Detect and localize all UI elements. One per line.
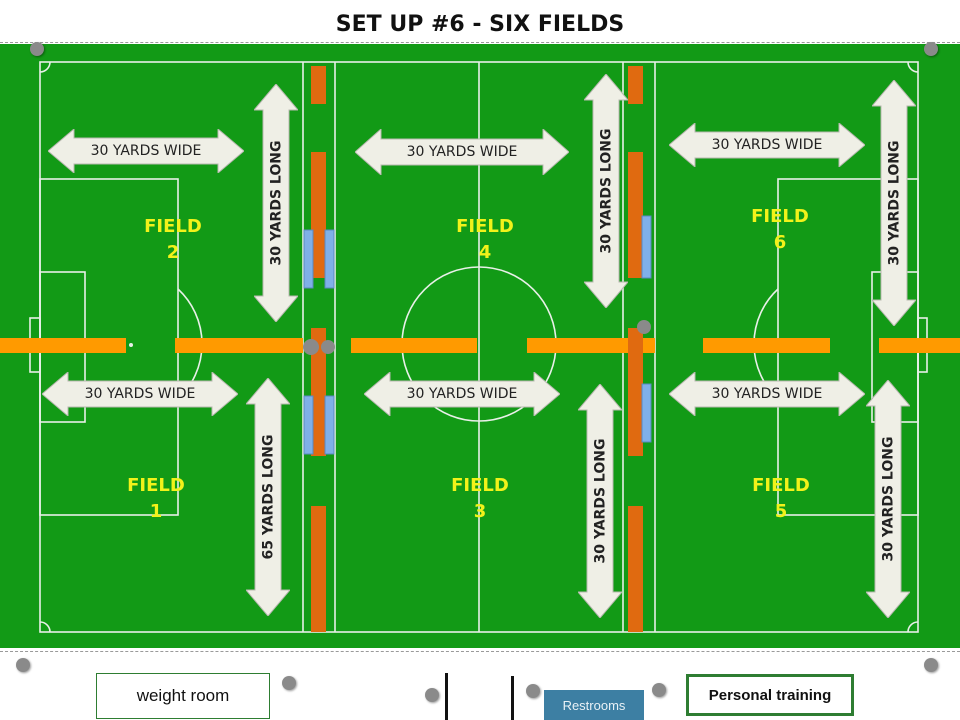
bottom-boundary-line	[0, 651, 960, 652]
field-4-number: 4	[478, 242, 492, 263]
weight-room-box: weight room	[96, 673, 270, 719]
field-5-number: 5	[774, 501, 788, 522]
field-5-name: FIELD	[752, 475, 810, 496]
field-5-label: FIELD 5	[741, 473, 821, 525]
field3-length-arrow: 30 YARDS LONG	[578, 384, 622, 618]
field-4-label: FIELD 4	[445, 214, 525, 266]
horizontal-cone-lines	[0, 338, 960, 353]
field1-length-arrow: 65 YARDS LONG	[246, 378, 290, 616]
field2-width-arrow: 30 YARDS WIDE	[48, 129, 244, 173]
field2-length-label: 30 YARDS LONG	[268, 140, 285, 266]
field6-width-label: 30 YARDS WIDE	[711, 137, 823, 153]
field-6-number: 6	[773, 232, 787, 253]
field-2-number: 2	[166, 242, 180, 263]
marker-dot-restrooms	[526, 684, 540, 698]
field-1-label: FIELD 1	[116, 473, 196, 525]
field-1-number: 1	[149, 501, 163, 522]
field-3-number: 3	[473, 501, 487, 522]
field-6-label: FIELD 6	[740, 204, 820, 256]
field-1-name: FIELD	[127, 475, 185, 496]
field1-width-label: 30 YARDS WIDE	[84, 386, 196, 402]
field3-length-label: 30 YARDS LONG	[592, 438, 609, 564]
field-2-name: FIELD	[144, 216, 202, 237]
restrooms-label: Restrooms	[562, 697, 626, 713]
marker-dot-bottom-left	[16, 658, 30, 672]
field-3-label: FIELD 3	[440, 473, 520, 525]
marker-dot-bottom-right	[924, 658, 938, 672]
field2-length-arrow: 30 YARDS LONG	[254, 84, 298, 322]
marker-dot-personal-training	[652, 683, 666, 697]
divider-bar-left	[445, 673, 448, 720]
field1-length-label: 65 YARDS LONG	[260, 434, 277, 560]
field6-length-arrow: 30 YARDS LONG	[872, 80, 916, 326]
field4-width-arrow: 30 YARDS WIDE	[355, 129, 569, 175]
field4-width-label: 30 YARDS WIDE	[406, 144, 518, 160]
marker-dot-center-left	[425, 688, 439, 702]
marker-dot-top-left	[30, 42, 44, 56]
field5-width-arrow: 30 YARDS WIDE	[669, 372, 865, 416]
field-2-label: FIELD 2	[133, 214, 213, 266]
field3-width-arrow: 30 YARDS WIDE	[364, 372, 560, 416]
field5-width-label: 30 YARDS WIDE	[711, 386, 823, 402]
field-3-name: FIELD	[451, 475, 509, 496]
small-goals	[303, 215, 652, 455]
field2-width-label: 30 YARDS WIDE	[90, 143, 202, 159]
marker-dot-weight-room	[282, 676, 296, 690]
personal-training-box: Personal training	[686, 674, 854, 716]
field6-width-arrow: 30 YARDS WIDE	[669, 123, 865, 167]
page-title: SET UP #6 - SIX FIELDS	[335, 12, 625, 37]
vertical-cone-dividers	[311, 66, 643, 632]
field-markers	[303, 320, 651, 355]
restrooms-box: Restrooms	[544, 690, 644, 720]
field-6-name: FIELD	[751, 206, 809, 227]
weight-room-label: weight room	[136, 686, 230, 705]
field6-length-label: 30 YARDS LONG	[886, 140, 903, 266]
personal-training-label: Personal training	[708, 686, 832, 704]
marker-dot-top-right	[924, 42, 938, 56]
top-boundary-line	[0, 42, 960, 43]
field4-length-arrow: 30 YARDS LONG	[584, 74, 628, 308]
field1-width-arrow: 30 YARDS WIDE	[42, 372, 238, 416]
divider-bar-right	[511, 676, 514, 720]
field-4-name: FIELD	[456, 216, 514, 237]
field4-length-label: 30 YARDS LONG	[598, 128, 615, 254]
field3-width-label: 30 YARDS WIDE	[406, 386, 518, 402]
field5-length-arrow: 30 YARDS LONG	[866, 380, 910, 618]
field5-length-label: 30 YARDS LONG	[880, 436, 897, 562]
